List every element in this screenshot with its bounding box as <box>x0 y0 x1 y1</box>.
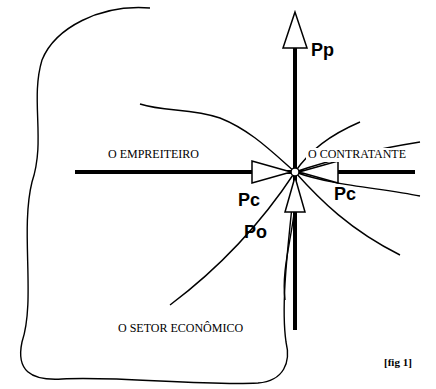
wavy-line <box>295 172 400 255</box>
party-label: O EMPREITEIRO <box>106 148 201 162</box>
force-label: Pp <box>309 40 336 61</box>
figure-number: [fig 1] <box>382 356 414 369</box>
force-arrowhead <box>285 177 305 212</box>
force-arrowhead <box>252 161 291 183</box>
sector-label: O SETOR ECONÔMICO <box>116 322 245 336</box>
boundary-outline <box>21 8 295 384</box>
party-label: O CONTRATANTE <box>306 148 408 162</box>
center-point <box>291 168 299 176</box>
wavy-line <box>170 172 295 305</box>
force-label: Pc <box>236 190 262 211</box>
force-arrowhead <box>299 161 338 183</box>
wavy-line <box>140 104 295 172</box>
force-label: Pc <box>332 184 358 205</box>
force-label: Po <box>242 222 269 243</box>
force-arrowhead <box>283 12 307 48</box>
axis-line <box>75 170 415 174</box>
